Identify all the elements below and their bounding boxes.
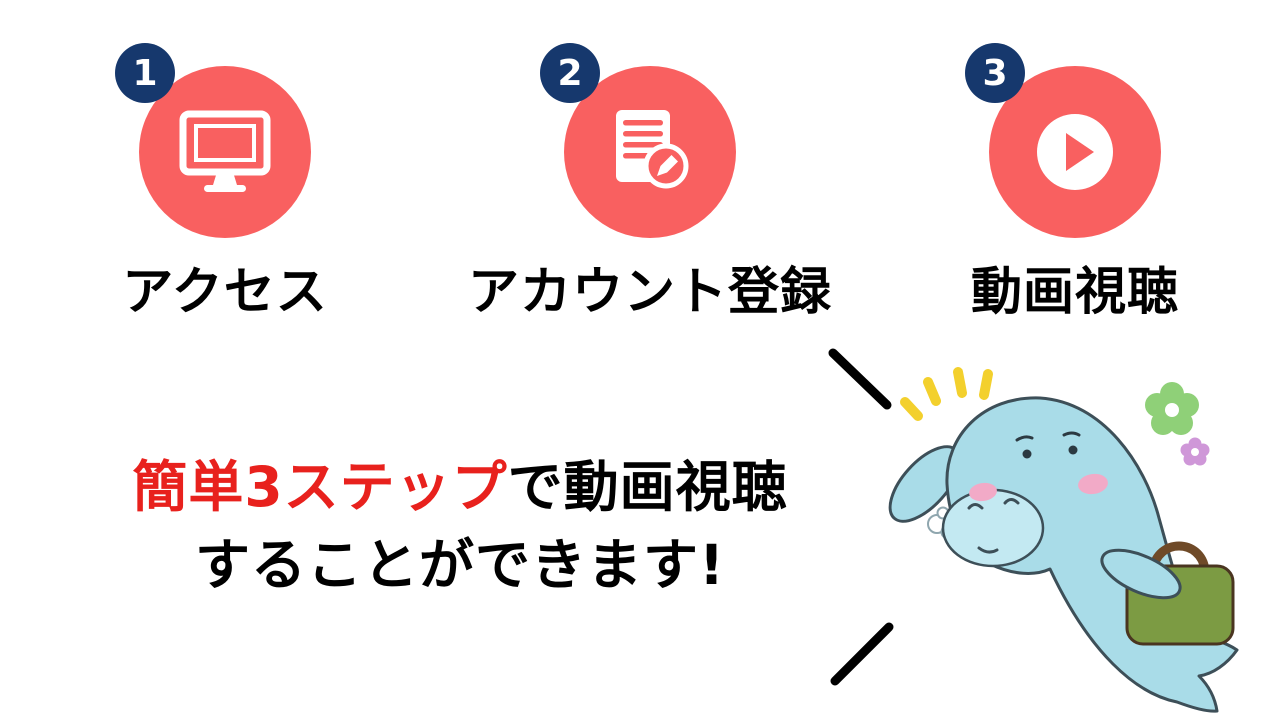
- monitor-icon: [179, 110, 271, 192]
- step-1-number-badge: 1: [115, 43, 175, 103]
- step-1-number: 1: [132, 52, 158, 94]
- mascot-right-flipper: [1100, 548, 1182, 600]
- dugong-mascot: [888, 367, 1239, 713]
- step-1-icon-wrap: 1: [115, 43, 311, 238]
- message-line-1: 簡単3ステップで動画視聴: [40, 448, 880, 526]
- step-3-icon-wrap: 3: [965, 43, 1161, 238]
- main-message: 簡単3ステップで動画視聴 することができます!: [40, 448, 880, 604]
- mascot-blush: [969, 473, 1108, 502]
- step-2: 2 アカウント登録: [450, 43, 850, 324]
- mascot-muzzle: [941, 488, 1045, 568]
- mascot-nostrils: [967, 498, 1020, 554]
- step-2-icon-circle: [564, 66, 736, 238]
- step-2-icon-wrap: 2: [540, 43, 736, 238]
- step-3-icon-circle: [989, 66, 1161, 238]
- emphasis-line-top: [828, 348, 892, 410]
- message-line-1-rest: で動画視聴: [507, 455, 788, 519]
- step-3-number: 3: [982, 52, 1008, 94]
- step-1-icon-circle: [139, 66, 311, 238]
- step-3: 3 動画視聴: [875, 43, 1275, 324]
- step-2-label: アカウント登録: [467, 263, 832, 322]
- step-2-number: 2: [557, 52, 583, 94]
- document-edit-icon: [616, 110, 689, 189]
- step-2-number-badge: 2: [540, 43, 600, 103]
- step-1-label: アクセス: [122, 263, 328, 322]
- message-highlight: 簡単3ステップ: [132, 455, 508, 519]
- step-3-label: 動画視聴: [970, 263, 1179, 322]
- step-1: 1 アクセス: [25, 43, 425, 324]
- step-3-number-badge: 3: [965, 43, 1025, 103]
- play-icon: [1037, 114, 1113, 190]
- message-line-2: することができます!: [194, 533, 726, 598]
- mascot-eyes: [1015, 431, 1081, 459]
- sparkles-icon: [900, 367, 993, 421]
- emphasis-line-bottom: [830, 622, 894, 686]
- green-flower-icon: [1145, 382, 1199, 435]
- purple-flower-icon: [1180, 437, 1210, 466]
